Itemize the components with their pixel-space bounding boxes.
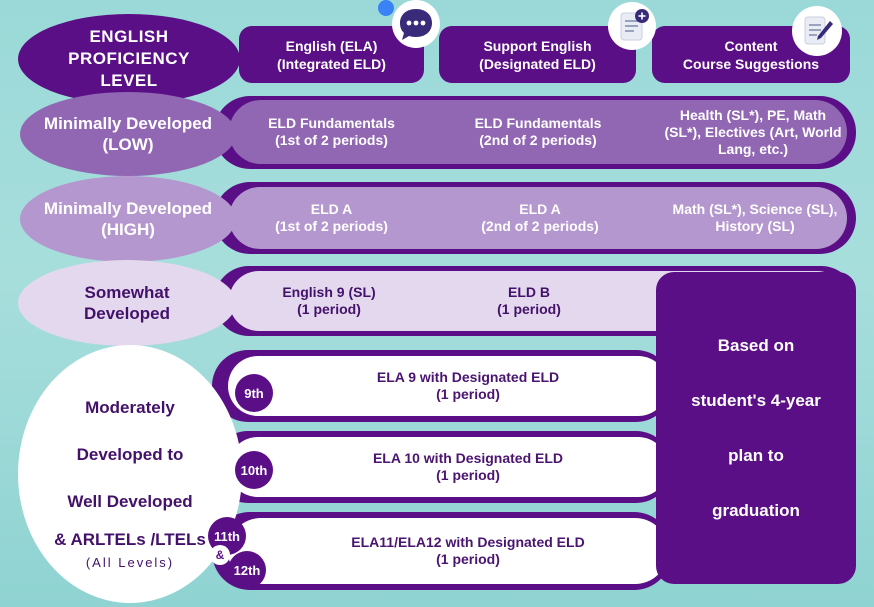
cell-line: ELD A xyxy=(519,201,561,217)
column-header-title: Content xyxy=(724,37,778,54)
level-minimally-developed-low: Minimally Developed (LOW) xyxy=(20,92,236,176)
ampersand-badge: & xyxy=(210,545,230,565)
cell-line: Math (SL*), Science (SL), xyxy=(672,201,838,217)
bar-line: (1 period) xyxy=(436,551,500,567)
cell-col3: Math (SL*), Science (SL), History (SL) xyxy=(653,187,857,249)
bar-ela11-ela12: ELA11/ELA12 with Designated ELD (1 perio… xyxy=(228,518,668,584)
cell-line: ELD Fundamentals xyxy=(268,115,395,131)
cell-line: (2nd of 2 periods) xyxy=(481,218,599,234)
bar-line: ELA 9 with Designated ELD xyxy=(376,369,560,385)
grade-label: 11th xyxy=(213,528,240,544)
level-line: Developed xyxy=(84,304,170,323)
bar-line: ELA 10 with Designated ELD xyxy=(372,450,564,466)
cell-line: ELD A xyxy=(310,201,353,217)
proficiency-level-header: ENGLISH PROFICIENCY LEVEL xyxy=(18,14,240,104)
cell-line: History (SL) xyxy=(715,218,795,234)
column-header-subtitle: Course Suggestions xyxy=(682,55,820,72)
column-header-subtitle: (Designated ELD) xyxy=(479,55,596,72)
grade-label: 12th xyxy=(233,562,261,578)
level-line: Minimally Developed xyxy=(43,199,213,218)
column-header-support-english: Support English (Designated ELD) xyxy=(439,26,636,83)
cell-col2: ELD B (1 period) xyxy=(429,271,629,331)
cell-line: (1st of 2 periods) xyxy=(275,132,388,148)
level-line: Moderately xyxy=(85,397,175,417)
level-line: & ARLTELs /LTELs xyxy=(54,529,206,549)
cell-line: (2nd of 2 periods) xyxy=(479,132,597,148)
cell-line: ELD Fundamentals xyxy=(474,115,602,131)
cell-line: (1 period) xyxy=(297,301,361,317)
cell-line: (SL*), Electives (Art, World xyxy=(664,123,842,140)
cell-col1: ELD A (1st of 2 periods) xyxy=(229,187,434,249)
row-low: ELD Fundamentals (1st of 2 periods) ELD … xyxy=(229,100,847,164)
cell-line: (1 period) xyxy=(497,301,561,317)
bar-ela9: ELA 9 with Designated ELD (1 period) xyxy=(228,356,668,416)
cell-col2: ELD A (2nd of 2 periods) xyxy=(438,187,642,249)
cell-line: (1st of 2 periods) xyxy=(275,218,388,234)
level-line: Well Developed xyxy=(67,491,193,511)
panel-line: plan to xyxy=(728,446,784,465)
speech-bubble-icon xyxy=(392,0,440,48)
grade-label: 9th xyxy=(244,385,264,401)
cell-line: Lang, etc.) xyxy=(717,140,788,157)
graduation-plan-panel: Based on student's 4-year plan to gradua… xyxy=(656,272,856,584)
level-line: Developed to xyxy=(76,444,184,464)
bar-line: (1 period) xyxy=(436,467,500,483)
grade-9th-badge: 9th xyxy=(235,374,273,412)
header-line: ENGLISH xyxy=(89,27,169,46)
cell-col1: English 9 (SL) (1 period) xyxy=(229,271,429,331)
notification-dot-icon xyxy=(378,0,394,16)
level-minimally-developed-high: Minimally Developed (HIGH) xyxy=(20,176,236,262)
cell-col1: ELD Fundamentals (1st of 2 periods) xyxy=(229,100,434,164)
level-line: Minimally Developed xyxy=(43,114,213,133)
panel-line: student's 4-year xyxy=(691,391,821,410)
panel-line: graduation xyxy=(712,501,800,520)
level-line: Somewhat xyxy=(84,283,170,302)
bar-line: (1 period) xyxy=(436,386,500,402)
column-header-title: Support English xyxy=(483,37,592,54)
ampersand-label: & xyxy=(215,548,225,562)
row-high: ELD A (1st of 2 periods) ELD A (2nd of 2… xyxy=(229,187,847,249)
header-line: LEVEL xyxy=(100,71,158,90)
level-subtitle: (All Levels) xyxy=(85,554,175,570)
column-header-subtitle: (Integrated ELD) xyxy=(277,55,386,72)
level-line: (LOW) xyxy=(102,135,154,154)
grade-label: 10th xyxy=(240,462,268,478)
grade-12th-badge: 12th xyxy=(228,551,266,589)
add-document-icon xyxy=(608,2,656,50)
cell-col2: ELD Fundamentals (2nd of 2 periods) xyxy=(438,100,638,164)
bar-line: ELA11/ELA12 with Designated ELD xyxy=(351,534,585,550)
column-header-english-ela: English (ELA) (Integrated ELD) xyxy=(239,26,424,83)
cell-line: English 9 (SL) xyxy=(282,284,376,300)
cell-col3: Health (SL*), PE, Math (SL*), Electives … xyxy=(653,100,853,164)
header-line: PROFICIENCY xyxy=(68,49,190,68)
edit-document-icon xyxy=(792,6,842,56)
cell-line: Health (SL*), PE, Math xyxy=(679,106,827,123)
level-moderately-to-well-developed: Moderately Developed to Well Developed &… xyxy=(18,345,242,603)
level-line: (HIGH) xyxy=(101,220,155,239)
bar-ela10: ELA 10 with Designated ELD (1 period) xyxy=(228,437,668,497)
cell-line: ELD B xyxy=(508,284,550,300)
grade-10th-badge: 10th xyxy=(235,451,273,489)
level-somewhat-developed: Somewhat Developed xyxy=(18,260,236,346)
column-header-title: English (ELA) xyxy=(285,37,378,54)
panel-line: Based on xyxy=(717,336,795,355)
